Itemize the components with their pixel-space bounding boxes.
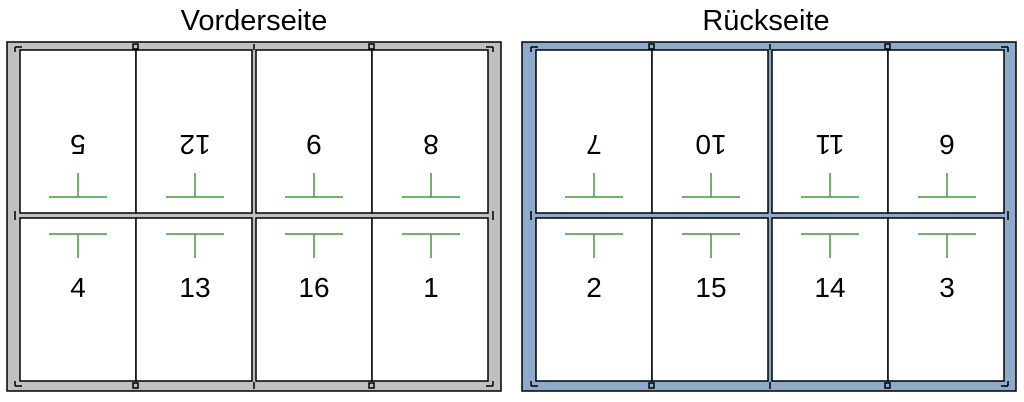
crop-marks: [14, 43, 494, 389]
page-number-front-bottom-4: 1: [423, 272, 439, 303]
page-number-back-bottom-3: 14: [814, 272, 845, 303]
sheet-front: Vorderseite 5 12 9 8 4 13 1: [6, 5, 502, 392]
sheet-title-front: Vorderseite: [181, 5, 328, 37]
fold-marks-front: [49, 173, 460, 258]
page-number-front-bottom-1: 4: [70, 272, 86, 303]
sheet-back: Rückseite 7 10 11 6 2 15 14: [521, 5, 1017, 392]
page-number-back-top-3: 11: [815, 129, 844, 160]
page-number-back-bottom-2: 15: [695, 272, 726, 303]
page-number-front-top-4: 8: [423, 129, 439, 160]
sheet-title-back: Rückseite: [702, 5, 829, 37]
page-number-back-bottom-1: 2: [586, 272, 602, 303]
page-number-front-top-1: 5: [70, 129, 86, 160]
page-number-front-top-3: 9: [306, 129, 322, 160]
page-cell: [371, 217, 489, 382]
page-cell: [135, 49, 253, 214]
page-number-back-top-4: 6: [939, 129, 955, 160]
page-number-back-bottom-4: 3: [939, 272, 955, 303]
page-number-front-top-2: 12: [179, 129, 210, 160]
page-cell: [887, 217, 1005, 382]
page-number-back-top-2: 10: [695, 129, 726, 160]
page-cell: [887, 49, 1005, 214]
crop-marks: [530, 43, 1009, 389]
page-cell: [371, 49, 489, 214]
page-cell: [651, 217, 769, 382]
page-number-front-bottom-3: 16: [298, 272, 329, 303]
fold-marks-back: [565, 173, 976, 258]
page-cell: [135, 217, 253, 382]
page-number-back-top-1: 7: [586, 129, 602, 160]
page-cell: [651, 49, 769, 214]
page-number-front-bottom-2: 13: [179, 272, 210, 303]
